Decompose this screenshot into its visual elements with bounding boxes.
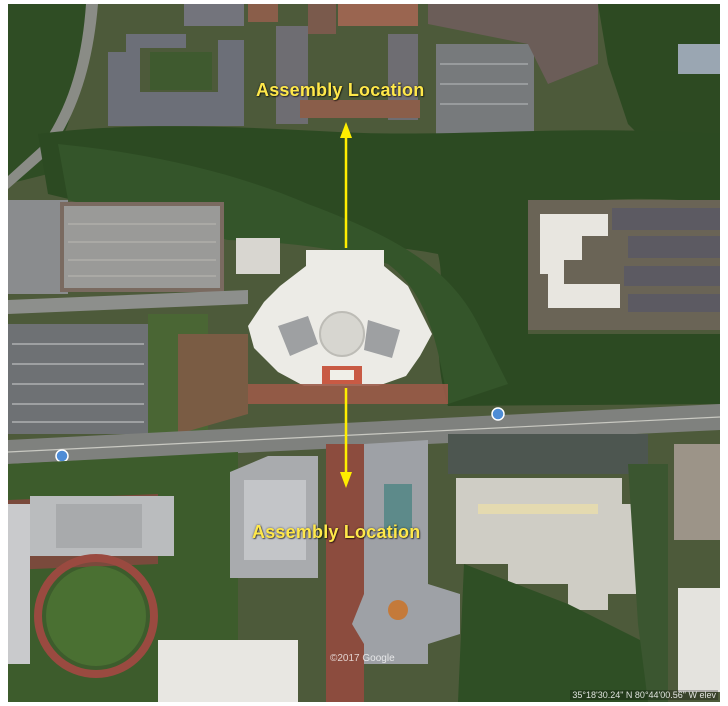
top-center-buildings [276,4,420,124]
parking-deck [60,202,280,292]
aerial-map[interactable]: Assembly Location Assembly Location ©201… [8,4,720,702]
satellite-imagery [8,4,720,702]
road-marker-icon [55,449,69,463]
map-watermark: ©2017 Google [330,653,395,664]
lower-right-buildings [448,434,720,692]
right-residential [528,200,720,330]
lower-left-building [8,496,174,664]
lower-center-building [230,456,318,578]
assembly-location-label-north: Assembly Location [256,80,425,100]
top-left-residential [108,4,278,126]
bottom-building [158,640,298,702]
up-arrow-icon [340,122,352,138]
left-parking-lot [8,314,248,434]
main-road [8,404,720,464]
down-arrow-icon [340,472,352,488]
evacuation-arrows [340,122,352,488]
central-building [248,250,432,386]
lower-tall-building [352,440,460,664]
coordinate-readout: 35°18'30.24" N 80°44'00.56" W elev [570,690,718,700]
assembly-location-label-south: Assembly Location [252,522,421,542]
